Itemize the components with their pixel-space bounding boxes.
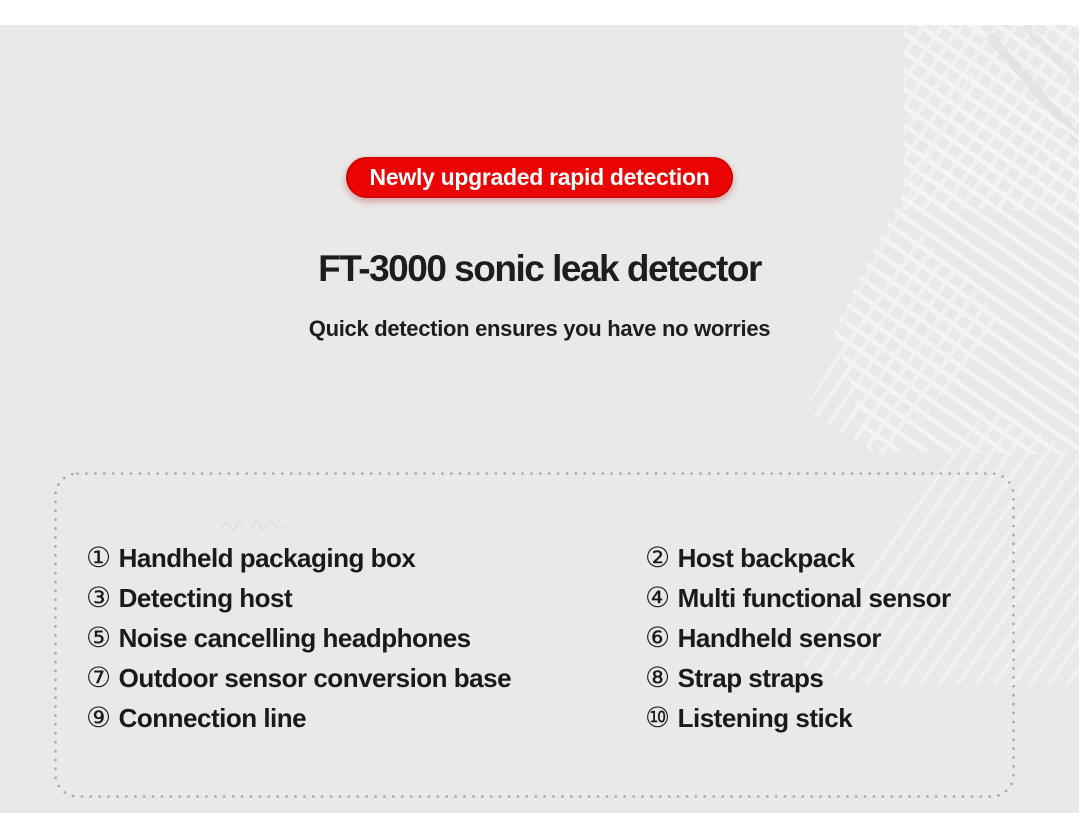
part-number-circle: ⑤ [86,622,111,653]
part-number-circle: ⑨ [86,702,111,733]
part-number-circle: ③ [86,582,111,613]
part-label: Noise cancelling headphones [118,623,472,653]
parts-list-border [54,472,1015,798]
part-number-circle: ④ [645,582,670,613]
promo-badge-label: Newly upgraded rapid detection [369,164,710,190]
promo-badge: Newly upgraded rapid detection [345,157,734,198]
part-label: Connection line [118,703,307,733]
part-number-circle: ⑧ [645,662,670,693]
part-label: Detecting host [118,583,293,613]
part-label: Host backpack [677,543,856,573]
part-label: Handheld packaging box [118,543,416,573]
top-white-strip [0,0,1079,25]
part-number-circle: ② [645,542,670,573]
part-number-circle: ⑦ [86,662,111,693]
part-label: Listening stick [677,703,853,733]
part-label: Multi functional sensor [677,583,952,613]
product-title: FT-3000 sonic leak detector [318,248,762,289]
part-number-circle: ⑩ [645,702,670,733]
part-label: Strap straps [677,663,824,693]
product-subtitle: Quick detection ensures you have no worr… [308,316,771,341]
part-number-circle: ① [86,542,111,573]
part-label: Outdoor sensor conversion base [118,663,512,693]
part-number-circle: ⑥ [645,622,670,653]
part-label: Handheld sensor [677,623,882,653]
